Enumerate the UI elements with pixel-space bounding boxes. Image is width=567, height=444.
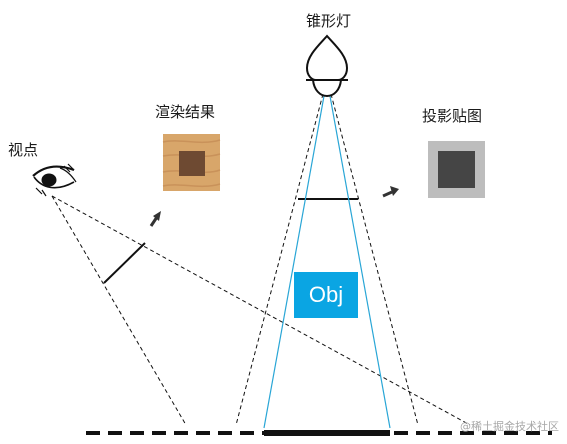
light-frustum-right <box>330 93 419 426</box>
watermark: @稀土掘金技术社区 <box>460 420 559 433</box>
spotlight-label: 锥形灯 <box>306 12 352 30</box>
viewpoint-label: 视点 <box>8 141 39 159</box>
light-cone-right <box>329 95 391 429</box>
view-frustum-right <box>51 195 471 426</box>
eye-icon <box>32 163 77 197</box>
object-box <box>294 272 358 318</box>
shadow-map-image <box>428 141 485 198</box>
view-near-plane <box>103 242 146 284</box>
projective-texture-label: 投影贴图 <box>422 107 483 125</box>
render-result-label: 渲染结果 <box>155 103 216 121</box>
object-label: Obj <box>308 282 344 307</box>
light-cone-left <box>263 95 325 429</box>
spotlight-icon <box>305 34 349 98</box>
render-result-image <box>162 134 221 191</box>
view-frustum-left <box>51 195 187 426</box>
arrow-to-render-result-icon <box>149 211 161 227</box>
arrow-to-shadow-map-icon <box>382 186 399 198</box>
light-frustum-left <box>235 93 324 426</box>
